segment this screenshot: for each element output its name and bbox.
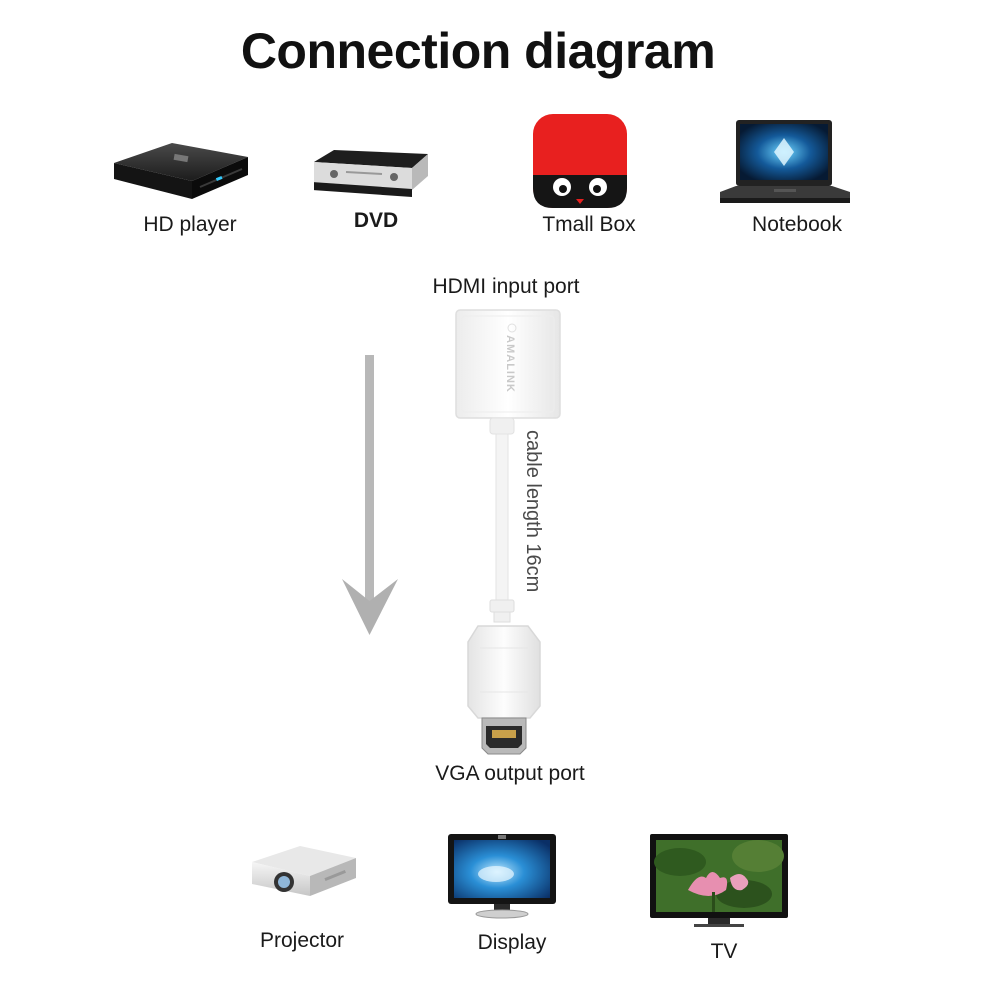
tmall-box-icon xyxy=(532,113,628,209)
hdmi-to-vga-adapter xyxy=(450,308,570,758)
adapter-brand-text: AMALINK xyxy=(504,335,516,393)
page-title: Connection diagram xyxy=(240,23,716,79)
projector-label: Projector xyxy=(259,929,345,952)
hd-player-label: HD player xyxy=(143,213,237,236)
notebook-label: Notebook xyxy=(752,213,842,236)
hdmi-input-port-label: HDMI input port xyxy=(432,275,580,298)
dvd-label: DVD xyxy=(353,209,399,232)
projector-icon xyxy=(248,840,358,902)
display-label: Display xyxy=(477,931,547,954)
display-icon xyxy=(446,832,558,920)
flow-arrow-down-icon xyxy=(338,355,402,640)
hd-player-icon xyxy=(112,135,250,205)
tv-label: TV xyxy=(710,940,738,963)
vga-output-port-label: VGA output port xyxy=(435,762,585,785)
tmall-box-label: Tmall Box xyxy=(542,213,636,236)
dvd-player-icon xyxy=(312,148,430,200)
notebook-icon xyxy=(718,118,852,206)
tv-icon xyxy=(648,832,790,928)
cable-length-label: cable length 16cm xyxy=(522,430,544,593)
